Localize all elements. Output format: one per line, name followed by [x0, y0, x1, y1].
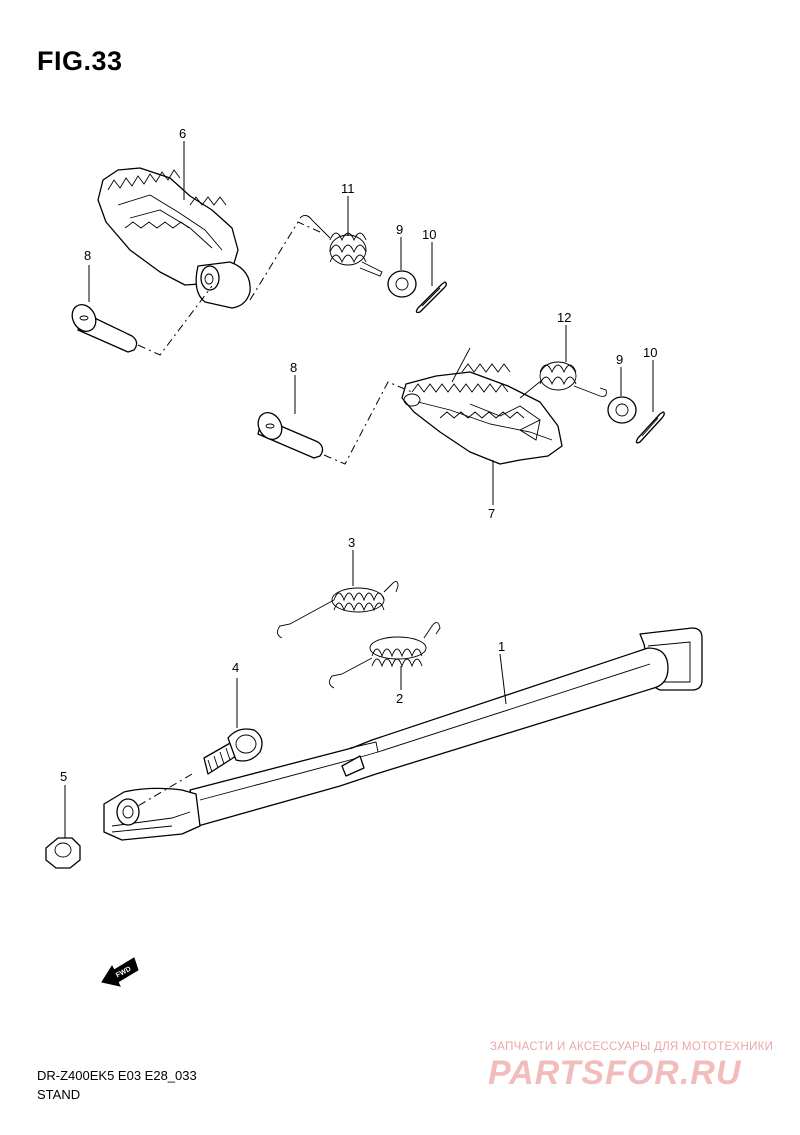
callout-2: 2 — [396, 691, 403, 706]
callout-10-upper: 10 — [422, 227, 436, 242]
callout-9-middle: 9 — [616, 352, 623, 367]
leader-line-1 — [499, 653, 507, 705]
centerline-upper-spring — [249, 221, 321, 301]
callout-4: 4 — [232, 660, 239, 675]
centerline-bolt — [137, 773, 193, 807]
side-stand-1 — [103, 627, 703, 841]
callout-3: 3 — [348, 535, 355, 550]
cotter-pin-10-middle — [635, 411, 665, 444]
washer-9-upper — [387, 270, 417, 298]
cotter-pin-10-upper — [415, 281, 447, 314]
callout-10-middle: 10 — [643, 345, 657, 360]
bolt-4 — [203, 728, 263, 775]
watermark-logo: PARTSFOR.RU — [488, 1054, 742, 1092]
figure-title: FIG.33 — [37, 46, 123, 76]
callout-8-middle: 8 — [290, 360, 297, 375]
callout-12: 12 — [557, 310, 571, 325]
callout-7: 7 — [488, 506, 495, 521]
callout-5: 5 — [60, 769, 67, 784]
callout-9-upper: 9 — [396, 222, 403, 237]
washer-9-middle — [607, 396, 637, 424]
watermark-tagline: ЗАПЧАСТИ И АКСЕССУАРЫ ДЛЯ МОТОТЕХНИКИ — [490, 1041, 774, 1053]
callout-11: 11 — [341, 181, 355, 196]
centerline-upper-pin — [137, 285, 213, 356]
centerline-middle-pin — [323, 381, 413, 465]
spring-3 — [277, 581, 399, 639]
spring-11 — [299, 215, 383, 277]
model-code: DR-Z400EK5 E03 E28_033 — [37, 1068, 197, 1083]
footpeg-7 — [401, 347, 563, 465]
spring-2 — [329, 622, 441, 689]
nut-5 — [45, 837, 81, 869]
callout-6: 6 — [179, 126, 186, 141]
spring-12 — [519, 361, 607, 399]
footpeg-6 — [97, 167, 251, 309]
section-name: STAND — [37, 1087, 81, 1102]
pin-8-middle — [257, 412, 324, 459]
pin-8-upper — [71, 304, 138, 353]
fwd-arrow-icon: FWD — [101, 957, 139, 987]
callout-8-upper: 8 — [84, 248, 91, 263]
callout-1: 1 — [498, 639, 505, 654]
